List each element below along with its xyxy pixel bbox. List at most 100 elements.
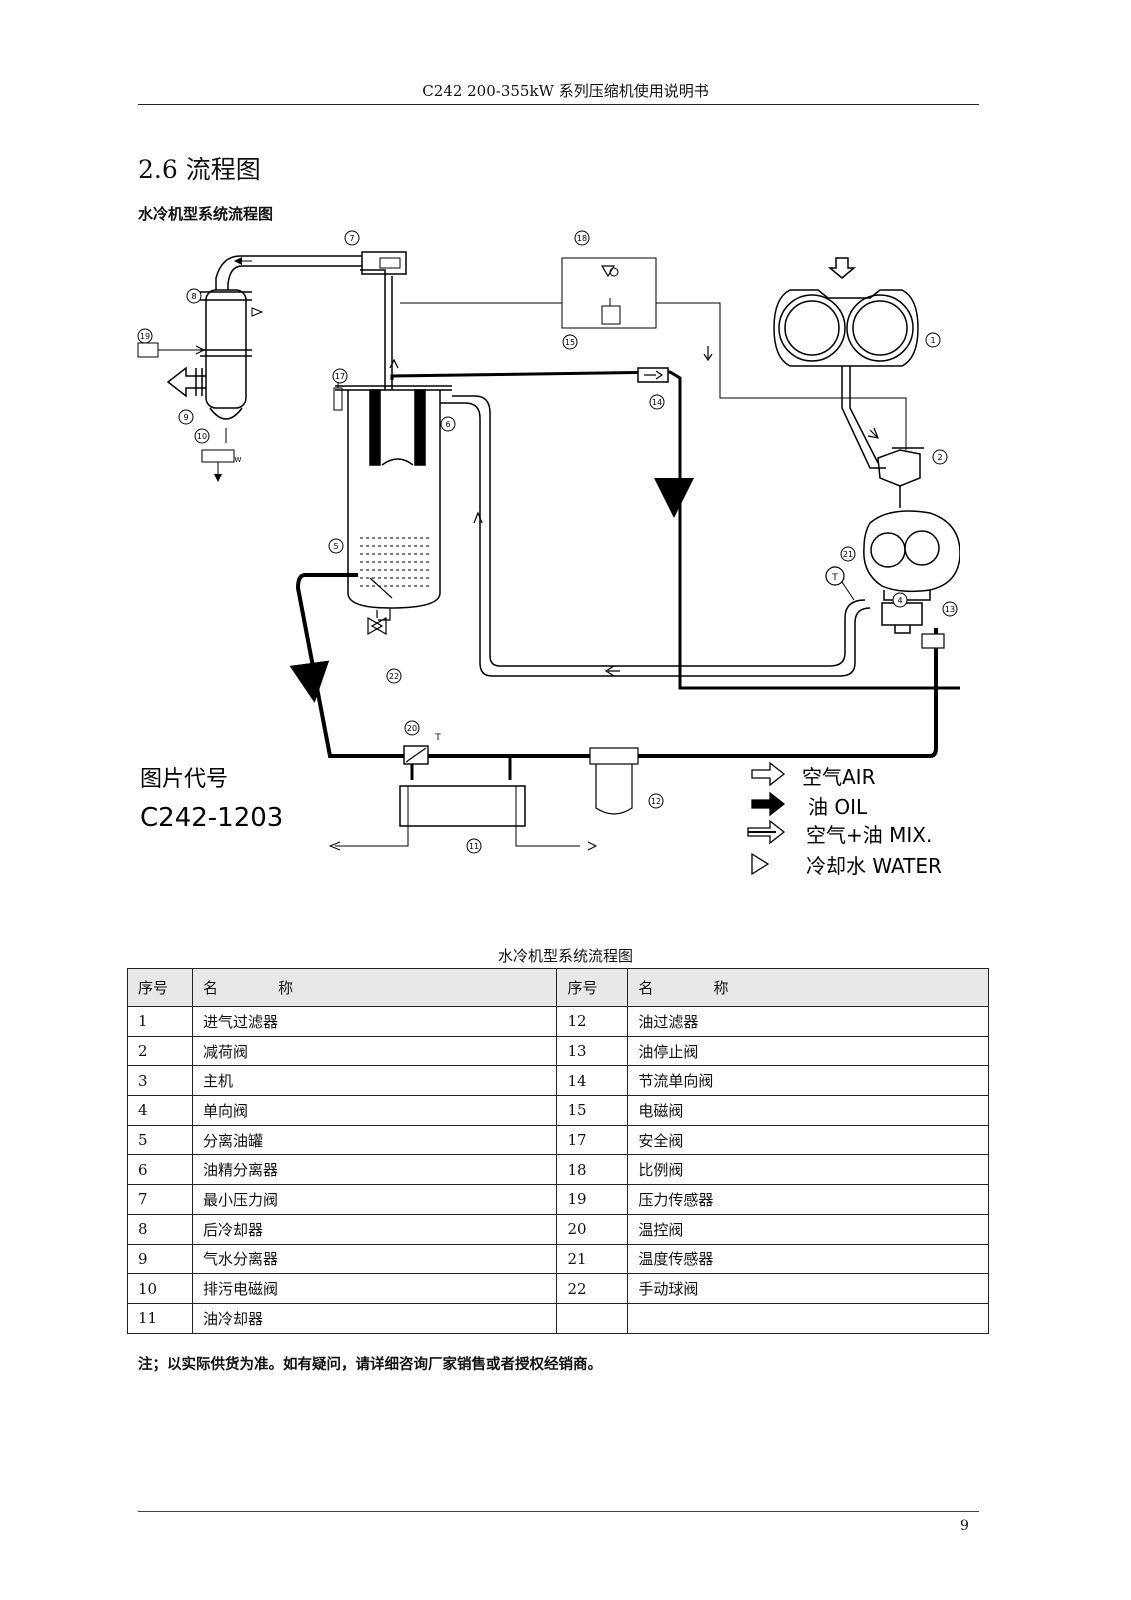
row-name: 温度传感器: [627, 1243, 989, 1275]
row-name: 后冷却器: [191, 1213, 558, 1245]
row-name: 油冷却器: [191, 1302, 558, 1334]
callout-11: 11: [469, 842, 479, 851]
row-name: 单向阀: [191, 1095, 558, 1126]
row-no: 13: [556, 1035, 629, 1067]
page-header: C242 200-355kW 系列压缩机使用说明书: [422, 82, 709, 100]
row-name: 温控阀: [627, 1213, 989, 1245]
flow-diagram: 7 18 8 1 19 17 14 6 9 10 2 5 21 3 4 13 2…: [137, 230, 960, 878]
row-no: 3: [127, 1065, 193, 1097]
legend-mix-label: 空气+油 MIX.: [806, 823, 932, 847]
airend-icon: [863, 510, 960, 601]
row-no: 19: [556, 1184, 629, 1215]
row-name: 节流单向阀: [627, 1065, 989, 1097]
row-no: 10: [127, 1273, 193, 1304]
row-no: 22: [556, 1273, 629, 1304]
row-no: 9: [127, 1243, 193, 1275]
callout-5: 5: [333, 542, 338, 551]
row-no: 21: [556, 1243, 629, 1275]
row-name: 减荷阀: [191, 1035, 558, 1067]
callout-10: 10: [197, 432, 207, 441]
row-no: [556, 1302, 629, 1334]
header-name-left: 名称: [191, 968, 558, 1007]
callout-14: 14: [652, 398, 662, 407]
row-no: 12: [556, 1006, 629, 1037]
header-name-right: 名称: [627, 968, 989, 1007]
row-name: 气水分离器: [191, 1243, 558, 1275]
row-name: 最小压力阀: [191, 1184, 558, 1215]
row-name: 油过滤器: [627, 1006, 989, 1037]
callout-9: 9: [183, 413, 188, 422]
callout-8: 8: [191, 292, 196, 301]
drawing-code-label: 图片代号: [140, 767, 228, 792]
legend-mix-icon: [747, 819, 786, 845]
row-no: 20: [556, 1213, 629, 1245]
callout-17: 17: [335, 372, 345, 381]
row-no: 1: [127, 1006, 193, 1037]
row-name: 电磁阀: [627, 1095, 989, 1126]
footnote: 注；以实际供货为准。如有疑问，请详细咨询厂家销售或者授权经销商。: [138, 1357, 602, 1373]
legend-oil-icon: [751, 791, 786, 817]
footer-rule: [138, 1511, 979, 1512]
callout-13: 13: [945, 605, 955, 614]
separator-tank-icon: [335, 385, 452, 621]
diagram-subtitle: 水冷机型系统流程图: [138, 205, 274, 223]
legend-air-icon: [751, 761, 786, 787]
row-name: 进气过滤器: [191, 1006, 558, 1037]
row-no: 17: [556, 1124, 629, 1156]
callout-20: 20: [407, 724, 417, 733]
legend-water-icon: [751, 852, 770, 876]
callout-1: 1: [930, 336, 935, 345]
callout-2: 2: [937, 453, 942, 462]
row-no: 11: [127, 1302, 193, 1334]
callout-6: 6: [445, 420, 450, 429]
callout-19: 19: [140, 332, 150, 341]
page-number: 9: [960, 1518, 969, 1534]
row-no: 8: [127, 1213, 193, 1245]
header-no-right: 序号: [556, 968, 629, 1007]
row-no: 14: [556, 1065, 629, 1097]
row-no: 18: [556, 1154, 629, 1186]
row-name: 压力传感器: [627, 1184, 989, 1215]
callout-4: 4: [897, 596, 902, 605]
row-name: 油停止阀: [627, 1035, 989, 1067]
row-no: 7: [127, 1184, 193, 1215]
row-name: 主机: [191, 1065, 558, 1097]
legend-water-label: 冷却水 WATER: [806, 854, 942, 878]
table-header-row: 序号 名称 序号 名称: [127, 968, 989, 1007]
callout-15: 15: [565, 338, 575, 347]
temp-sensor-symbol: T: [831, 573, 838, 583]
row-name: 分离油罐: [191, 1124, 558, 1156]
row-no: 4: [127, 1095, 193, 1126]
aftercooler-icon: [200, 289, 264, 409]
callout-12: 12: [651, 797, 661, 806]
row-name: 安全阀: [627, 1124, 989, 1156]
callout-18: 18: [577, 234, 587, 243]
callout-7: 7: [349, 234, 354, 243]
row-no: 2: [127, 1035, 193, 1067]
table-caption: 水冷机型系统流程图: [497, 947, 633, 965]
callout-21: 21: [843, 550, 853, 559]
drain-mark: W: [235, 456, 242, 464]
temp-valve-symbol: T: [434, 733, 441, 743]
row-name: [627, 1302, 989, 1334]
unload-valve-icon: [877, 447, 924, 508]
row-name: 比例阀: [627, 1154, 989, 1186]
callout-22: 22: [389, 672, 399, 681]
legend-oil-label: 油 OIL: [808, 795, 868, 819]
row-no: 5: [127, 1124, 193, 1156]
header-rule: [138, 104, 979, 105]
drawing-code-value: C242-1203: [140, 803, 283, 833]
section-title: 2.6 流程图: [138, 155, 261, 184]
air-filter-icon: [773, 257, 919, 367]
row-no: 15: [556, 1095, 629, 1126]
